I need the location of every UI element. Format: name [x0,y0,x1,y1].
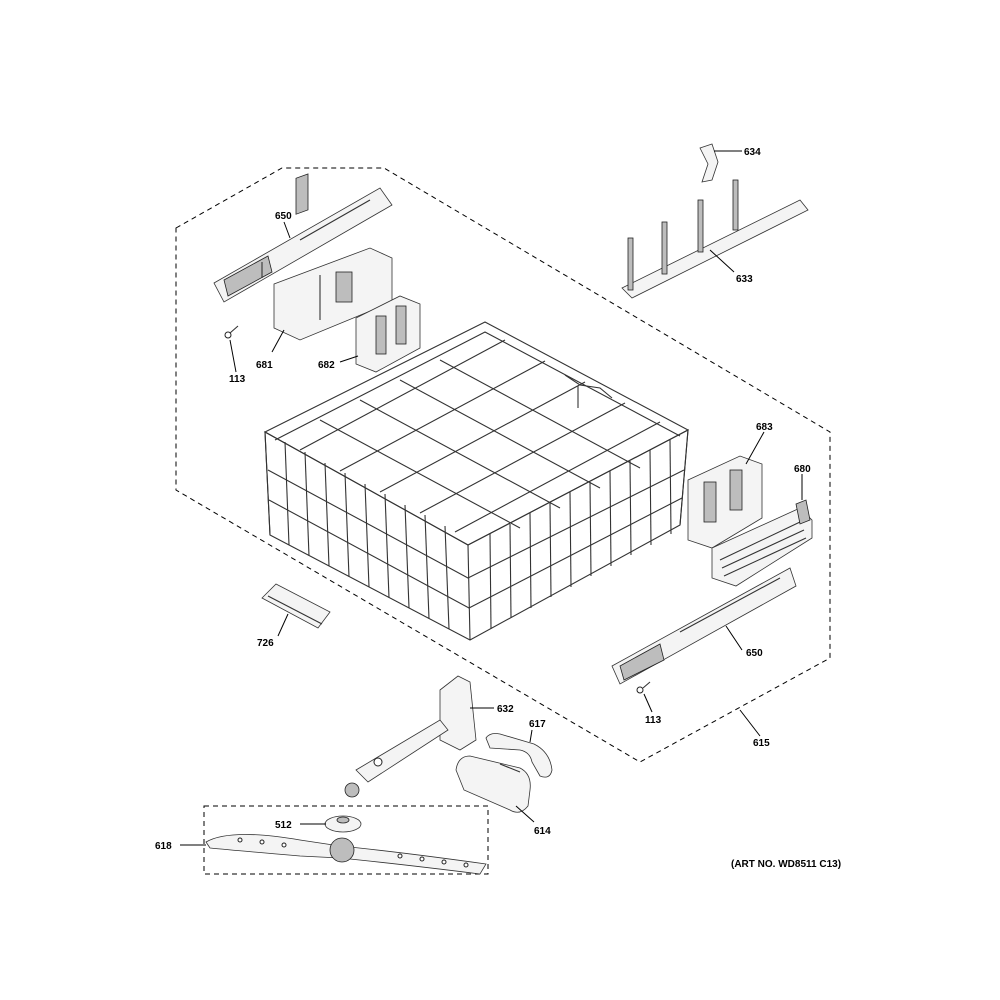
rack-adjuster-right [687,455,763,549]
callout-680: 680 [794,464,811,475]
dish-rack-basket [263,321,690,641]
leader-lines [180,150,803,846]
spray-arm-manifold [344,675,477,798]
callout-683: 683 [756,422,773,433]
lower-spray-arm [205,834,487,875]
callout-labels: 634 633 650 681 113 682 683 680 726 650 … [155,147,841,870]
callout-617: 617 [529,719,546,730]
callout-633: 633 [736,274,753,285]
callout-512: 512 [275,820,292,831]
callout-615: 615 [753,738,770,749]
spray-arm-group-boundary [203,805,489,875]
callout-113-left: 113 [229,374,246,385]
callout-650-upper: 650 [275,211,292,222]
spray-arm-hub [324,815,362,833]
rack-bumper [261,583,331,629]
rack-adjuster-panel [711,499,813,587]
screw-left [224,325,239,339]
callout-634: 634 [744,147,761,158]
art-number: (ART NO. WD8511 C13) [731,859,841,870]
rack-adjuster-middle [355,295,421,373]
tine-row [621,179,809,299]
upper-rack-assembly-boundary [175,167,831,763]
screw-right [636,681,651,694]
rack-rail-upper-left [213,187,393,303]
rack-adjuster-left [273,173,393,341]
callout-682: 682 [318,360,335,371]
callout-614: 614 [534,826,551,837]
supply-hose [485,733,553,778]
tine-row-clip [699,143,719,183]
callout-632: 632 [497,704,514,715]
callout-681: 681 [256,360,273,371]
supply-duct [455,755,531,813]
callout-726: 726 [257,638,274,649]
callout-113-right: 113 [645,715,662,726]
rack-rail-lower-right [611,567,797,685]
callout-650-lower: 650 [746,648,763,659]
callout-618: 618 [155,841,172,852]
